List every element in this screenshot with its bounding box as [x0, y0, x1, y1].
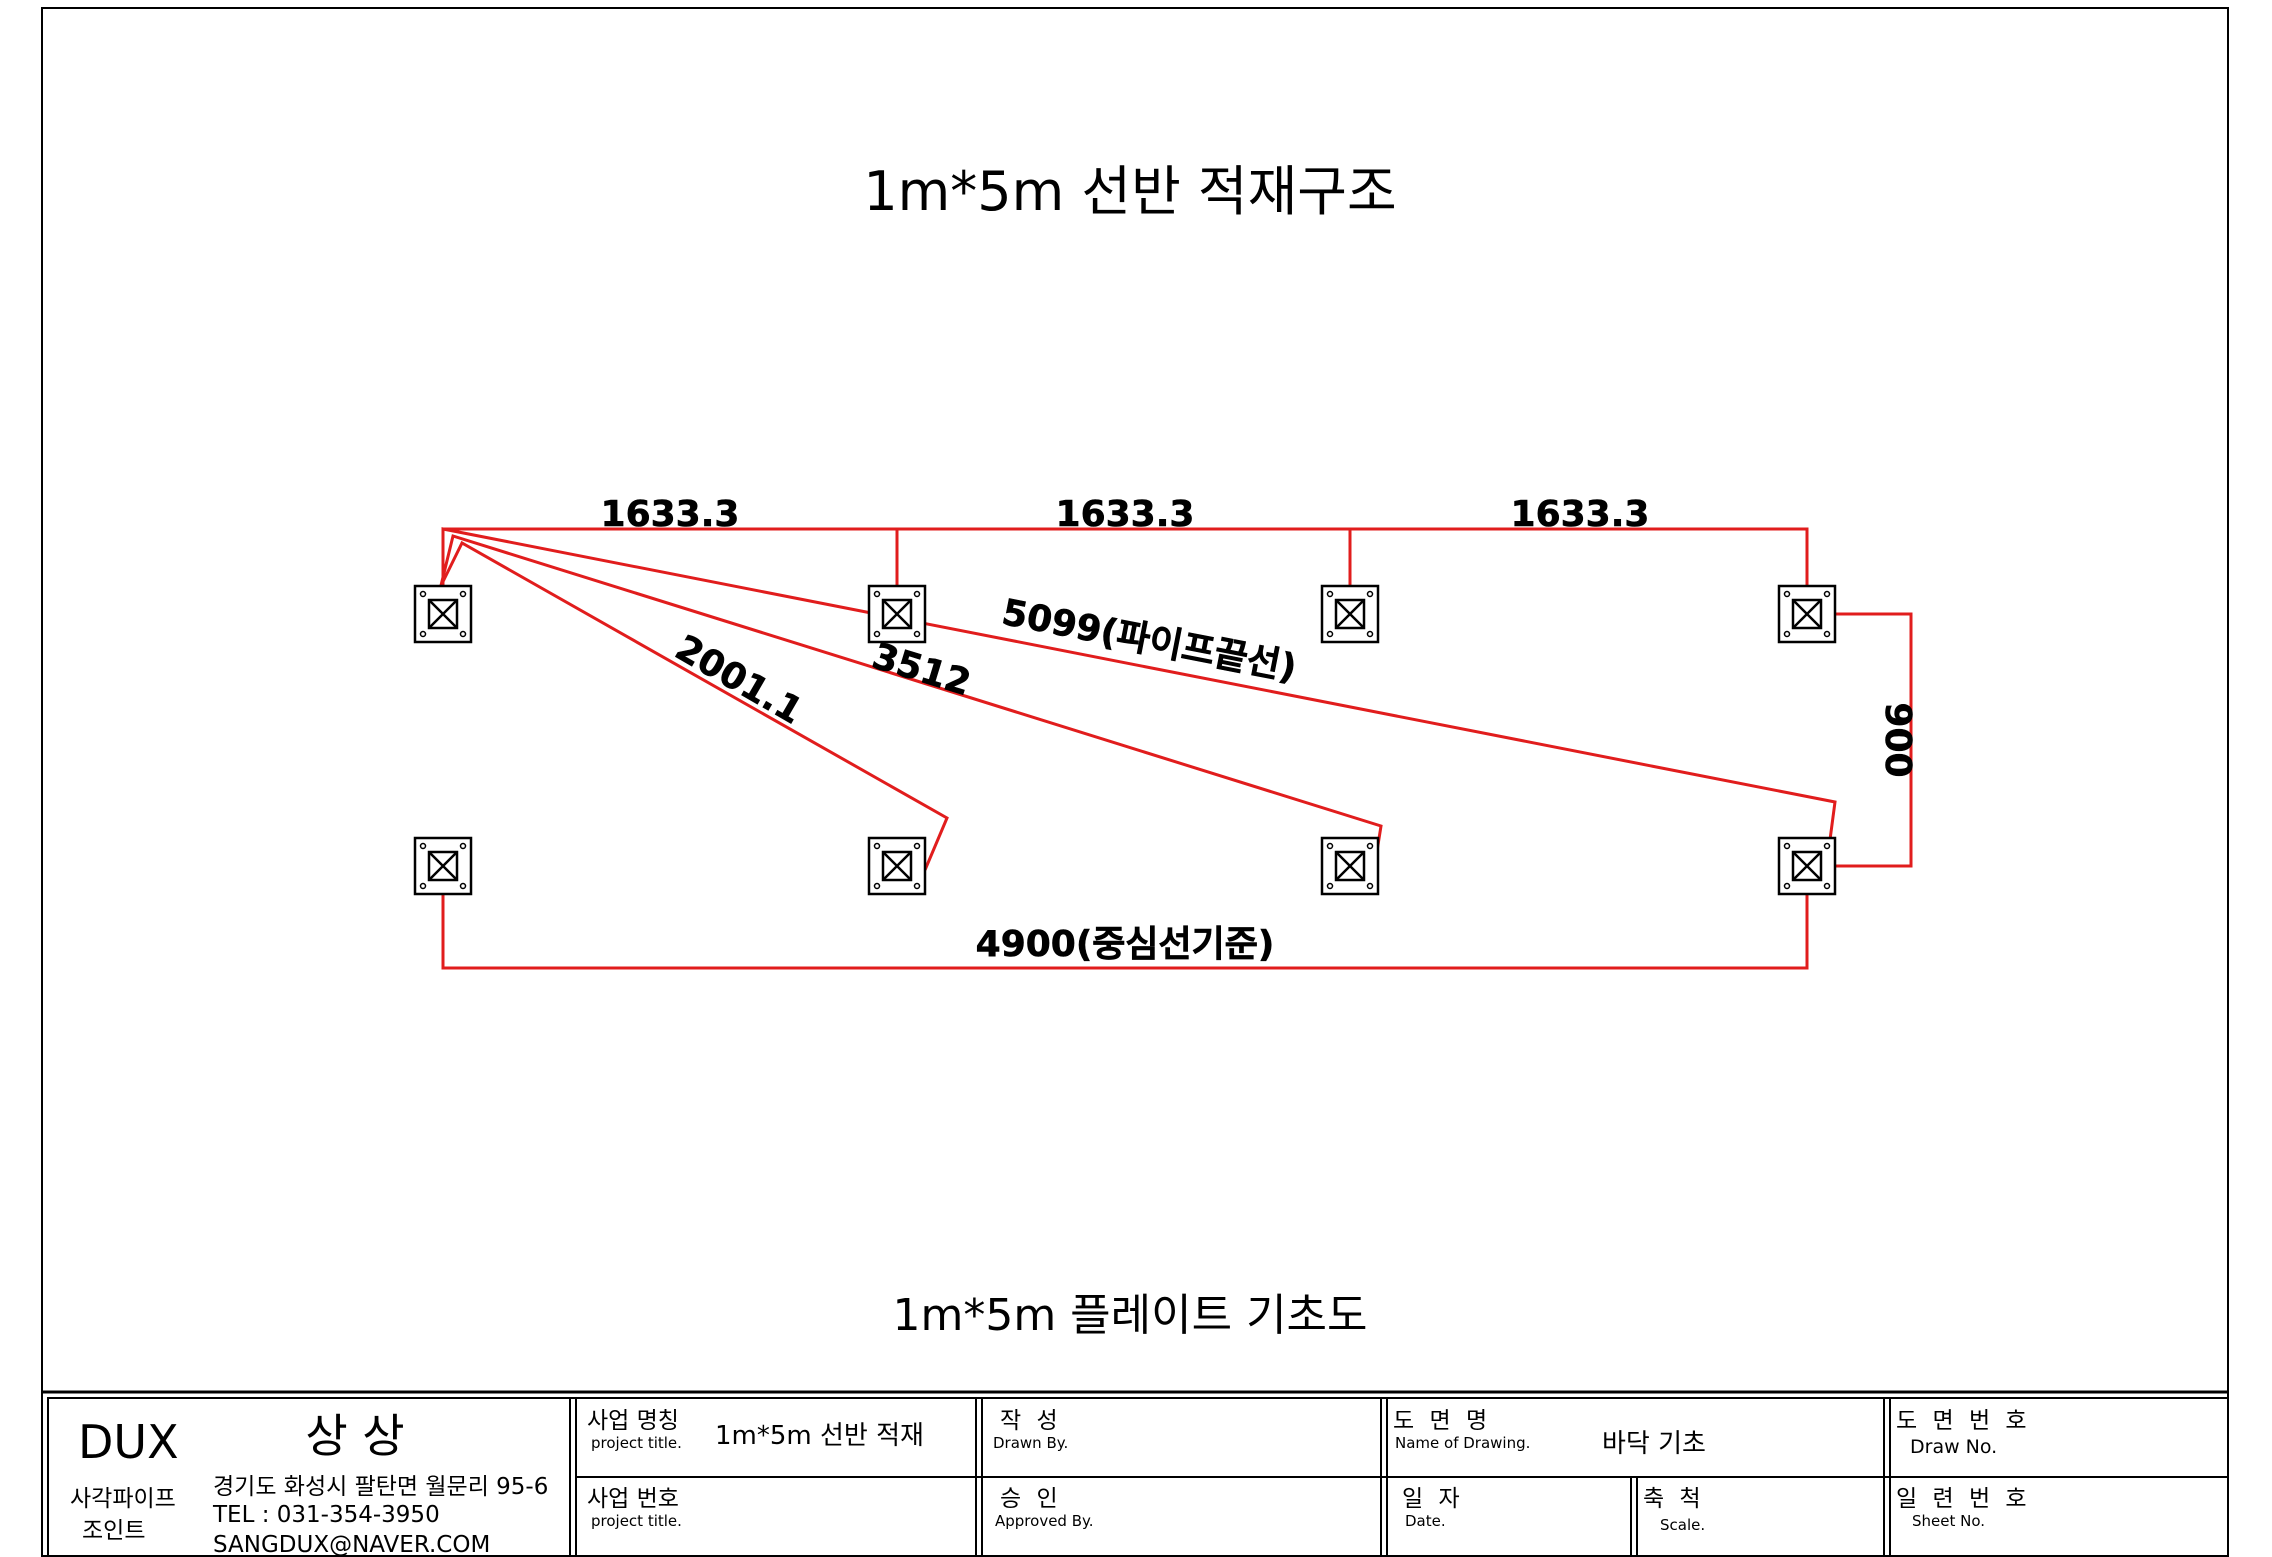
- scale-label: 축 척: [1643, 1486, 1705, 1512]
- company-address: 경기도 화성시 팔탄면 월문리 95-6: [213, 1474, 548, 1500]
- base-plate-icon: [413, 584, 473, 644]
- company-email: SANGDUX@NAVER.COM: [213, 1532, 490, 1557]
- dim-diag-5099: 5099(파이프끝선): [999, 592, 1300, 689]
- dim-length: 4900(중심선기준): [976, 924, 1275, 965]
- base-plate-icon: [1320, 836, 1380, 896]
- drawn-label: 작 성: [1000, 1408, 1062, 1434]
- product-line-1: 사각파이프: [70, 1486, 176, 1512]
- sheet-no-sub: Sheet No.: [1912, 1512, 1985, 1530]
- top-dimension-line: [441, 527, 1809, 606]
- drawing-name-value: 바닥 기초: [1602, 1429, 1706, 1459]
- date-label: 일 자: [1402, 1486, 1464, 1512]
- sub-title: 1m*5m 플레이트 기초도: [892, 1290, 1367, 1341]
- base-plate-icon: [867, 836, 927, 896]
- base-plates: [413, 584, 1837, 896]
- project-name-sub: project title.: [591, 1434, 682, 1452]
- company-name: 상 상: [305, 1409, 404, 1463]
- drawing-name-sub: Name of Drawing.: [1395, 1434, 1530, 1452]
- draw-no-sub: Draw No.: [1910, 1436, 1997, 1458]
- scale-sub: Scale.: [1660, 1516, 1705, 1534]
- main-title: 1m*5m 선반 적재구조: [863, 160, 1396, 223]
- base-plate-icon: [1320, 584, 1380, 644]
- dim-diag-3512: 3512: [867, 636, 975, 705]
- title-block: [42, 1390, 2229, 1557]
- dim-depth: 900: [1877, 702, 1918, 777]
- project-name-value: 1m*5m 선반 적재: [715, 1421, 924, 1451]
- dim-span-2: 1633.3: [1056, 494, 1195, 535]
- diag-line-2001: [429, 540, 949, 871]
- company-logo: DUX: [78, 1415, 179, 1469]
- drawing-name-label: 도 면 명: [1393, 1408, 1491, 1434]
- drawn-sub: Drawn By.: [993, 1434, 1068, 1452]
- project-name-label: 사업 명칭: [587, 1408, 679, 1434]
- dim-span-1: 1633.3: [601, 494, 740, 535]
- depth-dimension-line: [1832, 612, 1913, 868]
- base-plate-icon: [867, 584, 927, 644]
- approved-label: 승 인: [1000, 1486, 1062, 1512]
- date-sub: Date.: [1405, 1512, 1446, 1530]
- dimension-lines: [429, 527, 1913, 970]
- approved-sub: Approved By.: [995, 1512, 1094, 1530]
- diag-line-5099: [441, 527, 1837, 871]
- project-no-label: 사업 번호: [587, 1486, 679, 1512]
- base-plate-icon: [1777, 836, 1837, 896]
- bottom-dimension-line: [441, 890, 1809, 970]
- base-plate-icon: [413, 836, 473, 896]
- project-no-sub: project title.: [591, 1512, 682, 1530]
- draw-no-label: 도 면 번 호: [1896, 1408, 2031, 1434]
- company-tel: TEL : 031-354-3950: [212, 1502, 440, 1528]
- dim-span-3: 1633.3: [1511, 494, 1650, 535]
- product-line-2: 조인트: [82, 1518, 145, 1544]
- base-plate-icon: [1777, 584, 1837, 644]
- sheet-no-label: 일 련 번 호: [1896, 1486, 2031, 1512]
- dim-diag-2001: 2001.1: [668, 628, 809, 733]
